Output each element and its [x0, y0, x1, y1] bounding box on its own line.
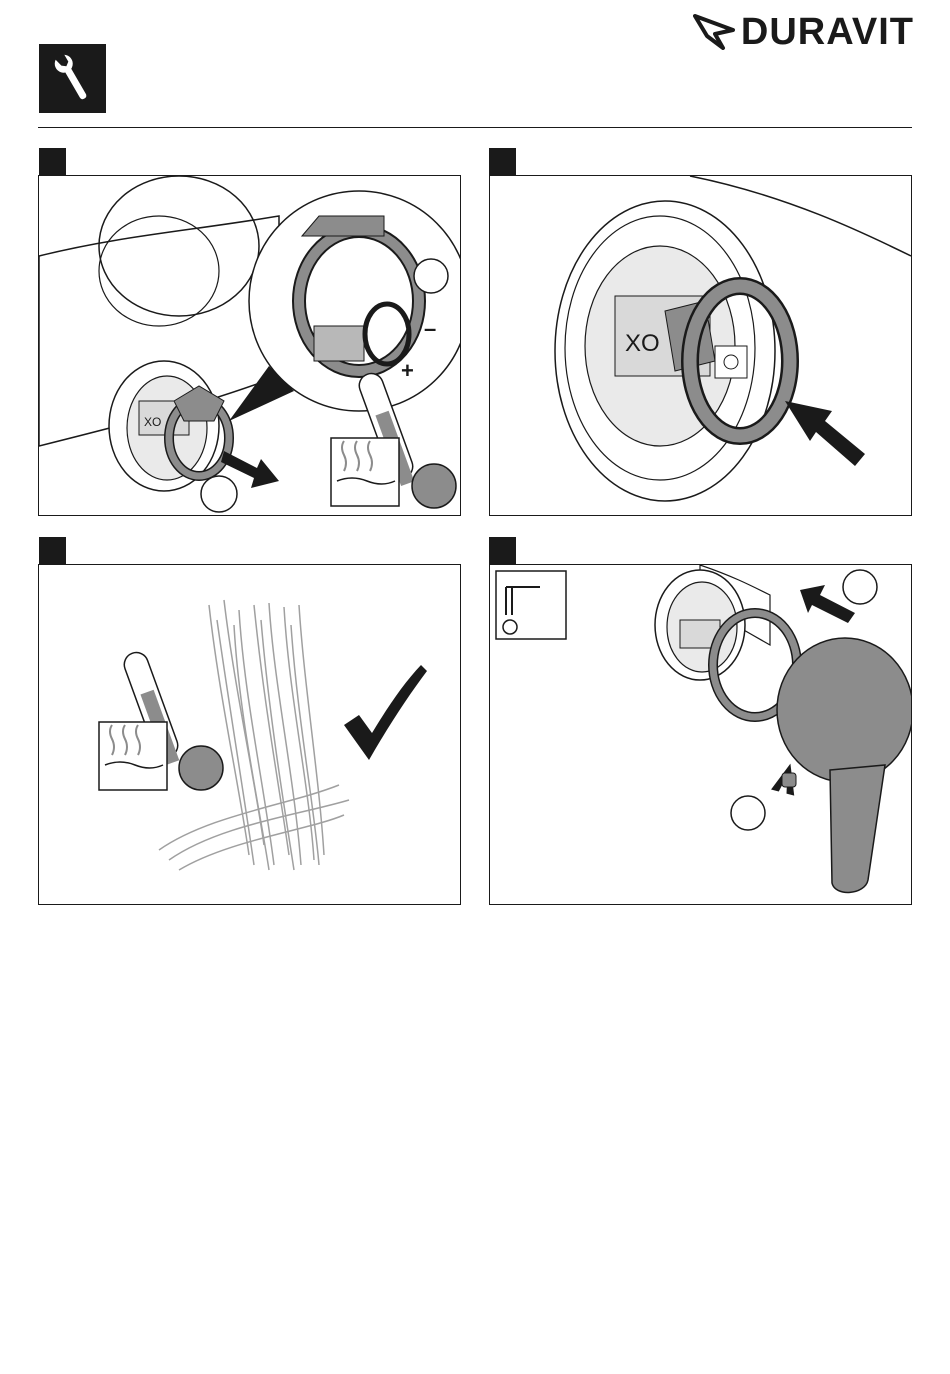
panel-step-3	[38, 564, 461, 905]
allen-key-icon	[496, 571, 566, 639]
checkmark-icon	[344, 665, 427, 760]
plus-symbol: +	[401, 358, 414, 383]
duravit-logo: DURAVIT	[693, 12, 914, 52]
step-marker-3	[39, 537, 66, 564]
panel-step-1: XO – +	[38, 175, 461, 516]
brand-name: DURAVIT	[741, 13, 914, 51]
cartridge-label: XO	[144, 415, 161, 429]
cartridge-label: XO	[625, 330, 660, 357]
maintenance-badge	[39, 44, 106, 113]
water-stream-icon	[159, 600, 349, 870]
callout-circle	[201, 476, 237, 512]
panel-step-4	[489, 564, 912, 905]
panel-step-2: XO	[489, 175, 912, 516]
step-marker-2	[489, 148, 516, 175]
lever-handle	[777, 638, 911, 892]
step-marker-1	[39, 148, 66, 175]
wrench-icon	[39, 44, 106, 113]
duravit-bird-icon	[693, 12, 737, 52]
hot-water-icon	[331, 438, 399, 506]
step-marker-4	[489, 537, 516, 564]
header-divider	[38, 127, 912, 128]
minus-symbol: –	[424, 316, 436, 341]
hot-water-icon	[99, 722, 167, 790]
